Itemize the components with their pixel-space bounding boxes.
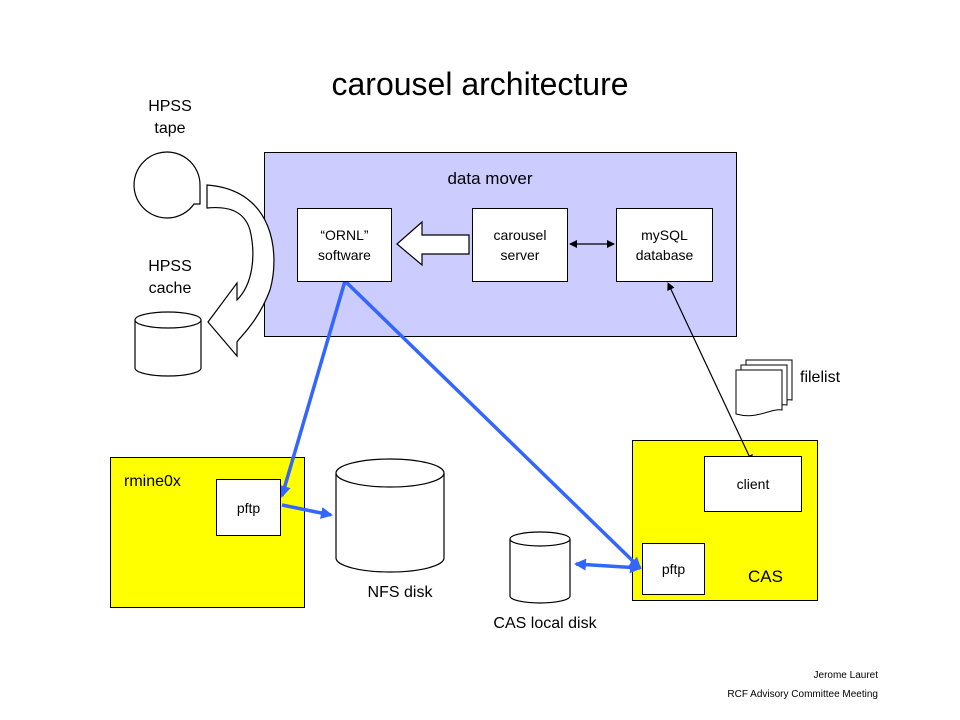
data-mover-label: data mover: [447, 169, 533, 188]
cas-local-disk-icon: [509, 531, 571, 604]
ornl-software-label: “ORNL” software: [318, 227, 371, 263]
cas-pftp-label: pftp: [661, 561, 686, 577]
diagram-title: carousel architecture: [331, 66, 629, 102]
rmine-pftp-box: pftp: [216, 479, 281, 536]
mysql-client-link: [667, 282, 753, 463]
nfs-disk-label: NFS disk: [367, 584, 433, 601]
ornl-to-rmine-pftp-line: [279, 280, 347, 498]
filelist-icon: [735, 359, 793, 417]
hpss-tape-icon: [133, 151, 201, 219]
hpss-cache-icon: [134, 311, 202, 377]
cas-pftp-to-local-disk-line: [574, 558, 642, 574]
carousel-server-label: carousel server: [493, 227, 547, 263]
carousel-server-box: carousel server: [472, 208, 568, 282]
cas-label: CAS: [748, 567, 783, 586]
mysql-database-box: mySQL database: [616, 208, 713, 282]
rmine-label: rmine0x: [124, 473, 181, 490]
rmine-pftp-to-nfs-line: [281, 503, 333, 519]
cas-pftp-box: pftp: [642, 543, 705, 595]
filelist-label: filelist: [800, 369, 841, 386]
carousel-to-ornl-arrow: [396, 220, 470, 267]
mysql-database-label: mySQL database: [635, 227, 694, 263]
tape-to-cache-arrow: [206, 184, 275, 358]
footer-meeting: RCF Advisory Committee Meeting: [727, 689, 878, 700]
ornl-to-cas-pftp-line: [343, 279, 642, 570]
cas-local-disk-label: CAS local disk: [493, 615, 597, 632]
nfs-disk-icon: [335, 458, 445, 573]
hpss-cache-label: HPSS cache: [148, 258, 192, 297]
ornl-software-box: “ORNL” software: [297, 208, 392, 282]
hpss-tape-label: HPSS tape: [148, 98, 192, 137]
footer-author: Jerome Lauret: [813, 670, 878, 681]
cas-client-box: client: [704, 456, 802, 512]
rmine-pftp-label: pftp: [236, 499, 261, 516]
cas-client-label: client: [736, 476, 770, 492]
